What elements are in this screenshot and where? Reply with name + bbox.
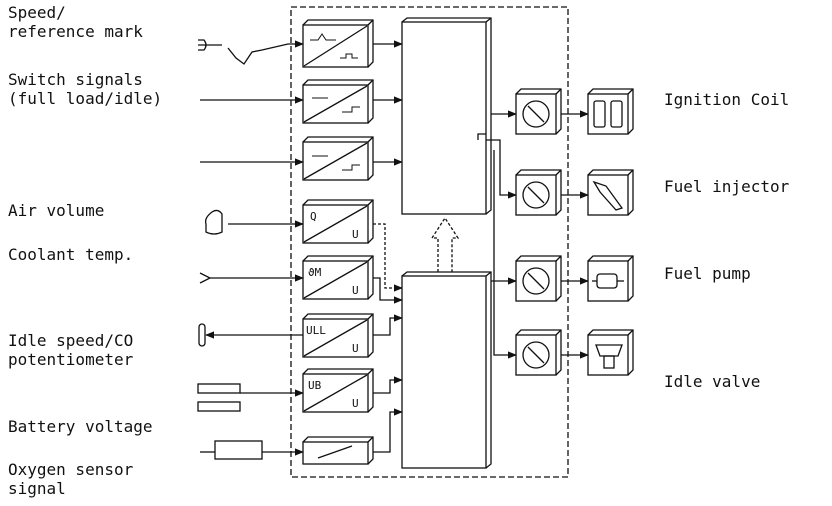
- bus-wires-bottom: [373, 223, 403, 453]
- converter-idle-pot: [302, 313, 374, 358]
- driver-injector: [515, 169, 562, 216]
- converter-coolant-bottom: U: [352, 284, 359, 297]
- conditioner-switch-2: [302, 136, 374, 181]
- input-label-idle-speed-co: Idle speed/CO potentiometer: [8, 331, 134, 369]
- output-label-fuel-pump: Fuel pump: [664, 264, 751, 283]
- driver-fuel-pump: [515, 255, 562, 302]
- converter-idle-pot-bottom: U: [352, 342, 359, 355]
- output-bus-wires: [477, 110, 517, 359]
- ignition-coil-icon: [587, 88, 634, 135]
- bus-wires-top: [373, 40, 403, 166]
- output-label-idle-valve: Idle valve: [664, 372, 761, 391]
- converter-idle-pot-top: ULL: [306, 324, 326, 337]
- microcomputer-block-top: [401, 17, 492, 215]
- input-label-coolant-temp: Coolant temp.: [8, 245, 134, 264]
- actuator-wires: [561, 110, 589, 359]
- sensor-symbols: [197, 39, 263, 460]
- input-label-battery-voltage: Battery voltage: [8, 417, 153, 436]
- conditioner-oxygen: [302, 436, 374, 465]
- input-label-switch-signals: Switch signals (full load/idle): [8, 70, 163, 108]
- output-label-fuel-injector: Fuel injector: [664, 177, 790, 196]
- conditioner-switch-1: [302, 79, 374, 124]
- converter-air-volume-top: Q: [310, 210, 317, 223]
- control-unit-enclosure: [290, 6, 569, 478]
- converter-air-volume-bottom: U: [352, 228, 359, 241]
- driver-idle-valve: [515, 329, 562, 376]
- driver-ignition: [515, 88, 562, 135]
- converter-battery-bottom: U: [352, 397, 359, 410]
- input-label-oxygen-sensor: Oxygen sensor signal: [8, 460, 134, 498]
- fuel-pump-icon: [587, 255, 634, 302]
- input-wires: [198, 44, 303, 456]
- input-label-air-volume: Air volume: [8, 201, 105, 220]
- conditioner-speed: [302, 19, 374, 68]
- input-label-speed-reference: Speed/ reference mark: [8, 3, 143, 41]
- microcomputer-block-bottom: [401, 271, 492, 469]
- converter-battery-top: UB: [308, 379, 322, 392]
- fuel-injector-icon: [587, 169, 634, 216]
- data-bus-arrow: [430, 216, 460, 272]
- converter-coolant-top: ϑM: [308, 266, 322, 279]
- output-label-ignition-coil: Ignition Coil: [664, 90, 790, 109]
- idle-valve-icon: [587, 329, 634, 376]
